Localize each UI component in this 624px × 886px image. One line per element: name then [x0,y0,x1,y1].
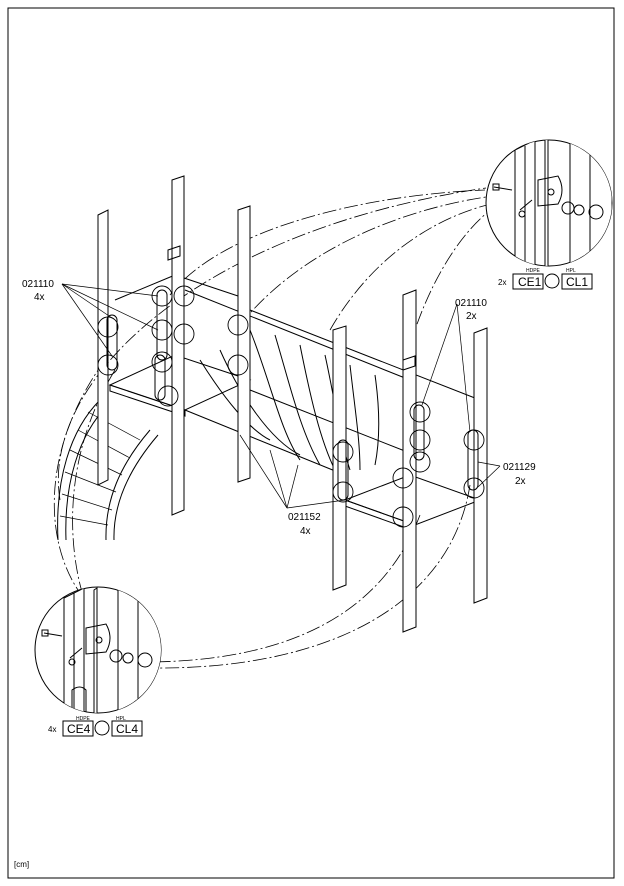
part-number: 021110 [455,298,487,309]
part-number: 021110 [22,279,54,290]
leader-lines [61,283,501,509]
post-1 [97,209,109,486]
part-label-right: 021129 2x [503,462,536,487]
post-3 [237,205,251,483]
hpl-code: CL4 [116,722,138,736]
post-5 [402,289,417,633]
hdpe-code: CE1 [518,275,542,289]
part-quantity: 4x [300,526,311,537]
unit-label: [cm] [14,860,29,869]
hpl-code: CL1 [566,275,588,289]
hdpe-label: HDPE [526,268,541,274]
detail-quantity: 4x [48,725,56,734]
sheet-border [7,7,615,879]
part-label-top-right: 021110 2x [455,298,487,322]
hdpe-label: HDPE [76,716,91,722]
hpl-label: HPL [566,268,576,274]
play-structure [57,175,501,633]
part-number: 021129 [503,462,536,473]
posts [97,175,488,633]
part-label-middle: 021152 4x [288,512,321,537]
hdpe-code: CE4 [67,722,91,736]
post-4 [332,325,347,591]
detail-view-top: 2x HDPE HPL CE1 CL1 [485,139,613,290]
hpl-label: HPL [116,716,126,722]
leader-arcs [53,187,489,669]
part-number: 021152 [288,512,321,523]
bolt-markers [97,285,485,528]
post-2 [171,175,185,516]
post-6 [473,327,488,604]
part-quantity: 2x [466,311,477,322]
part-quantity: 4x [34,292,45,303]
part-quantity: 2x [515,476,526,487]
detail-view-bottom: 4x HDPE HPL CE4 CL4 [34,586,162,737]
part-label-top-left: 021110 4x [22,279,54,303]
detail-quantity: 2x [498,278,506,287]
